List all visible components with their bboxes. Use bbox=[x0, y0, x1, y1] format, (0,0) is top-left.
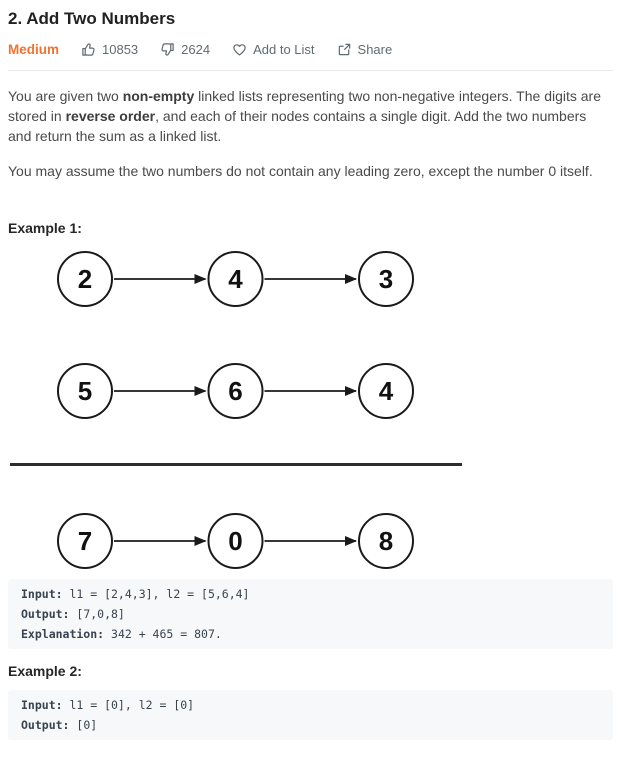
code-line-value: 342 + 465 = 807. bbox=[104, 627, 222, 641]
code-line: Output: [7,0,8] bbox=[21, 604, 600, 624]
code-line: Input: l1 = [2,4,3], l2 = [5,6,4] bbox=[21, 584, 600, 604]
code-line-label: Input: bbox=[21, 587, 63, 601]
problem-stats-bar: Medium 10853 2624 Add to List bbox=[8, 40, 613, 58]
linked-list-diagram-l2: 5 6 4 bbox=[8, 361, 613, 421]
code-line-value: l1 = [2,4,3], l2 = [5,6,4] bbox=[62, 587, 250, 601]
node-value: 7 bbox=[78, 526, 92, 556]
share-label: Share bbox=[357, 41, 393, 57]
text-run: linked lists representing two non-negati… bbox=[8, 88, 601, 124]
code-line-label: Output: bbox=[21, 718, 70, 732]
dislike-count: 2624 bbox=[181, 41, 211, 57]
bold-text: reverse order bbox=[65, 108, 156, 124]
add-to-list-label: Add to List bbox=[253, 41, 315, 57]
thumbs-up-icon bbox=[82, 42, 95, 56]
code-line-label: Input: bbox=[21, 698, 63, 712]
text-run: You are given two bbox=[8, 88, 123, 104]
linked-list-node bbox=[358, 363, 414, 419]
node-value: 2 bbox=[78, 264, 92, 294]
linked-list-node bbox=[207, 513, 264, 569]
description-paragraph-2: You may assume the two numbers do not co… bbox=[8, 163, 593, 179]
linked-list-node bbox=[207, 251, 264, 307]
dislike-button[interactable]: 2624 bbox=[160, 42, 210, 57]
code-line: Explanation: 342 + 465 = 807. bbox=[21, 624, 600, 644]
code-line-value: [0] bbox=[69, 718, 98, 732]
like-button[interactable]: 10853 bbox=[81, 42, 138, 57]
description-paragraph-1: You are given two non-empty linked lists… bbox=[8, 86, 609, 146]
code-line-label: Output: bbox=[21, 607, 70, 621]
linked-list-node bbox=[207, 363, 264, 419]
linked-list-node bbox=[57, 363, 113, 419]
code-line-value: l1 = [0], l2 = [0] bbox=[62, 698, 195, 712]
difficulty-badge: Medium bbox=[8, 41, 60, 57]
code-line: Output: [0] bbox=[21, 715, 600, 735]
linked-list-svg: 5 6 4 bbox=[57, 363, 414, 419]
linked-list-diagram-l1: 2 4 3 bbox=[8, 249, 613, 309]
linked-list-svg: 7 0 8 bbox=[57, 513, 414, 569]
node-value: 3 bbox=[379, 264, 393, 294]
linked-list-node bbox=[57, 513, 113, 569]
example2-label: Example 2: bbox=[8, 663, 82, 679]
linked-list-svg: 2 4 3 bbox=[57, 251, 414, 307]
share-icon bbox=[338, 43, 350, 55]
code-line: Input: l1 = [0], l2 = [0] bbox=[21, 695, 600, 715]
node-value: 8 bbox=[379, 526, 393, 556]
heart-icon bbox=[233, 43, 246, 56]
linked-list-diagram-result: 7 0 8 bbox=[8, 511, 613, 571]
example2-code-block: Input: l1 = [0], l2 = [0]Output: [0] bbox=[8, 690, 613, 740]
linked-list-node bbox=[358, 513, 414, 569]
node-value: 6 bbox=[228, 376, 242, 406]
header-divider bbox=[8, 70, 613, 71]
like-count: 10853 bbox=[102, 41, 139, 57]
example1-code-block: Input: l1 = [2,4,3], l2 = [5,6,4]Output:… bbox=[8, 579, 613, 649]
node-value: 4 bbox=[228, 264, 243, 294]
sum-divider-line bbox=[10, 463, 462, 466]
thumbs-down-icon bbox=[161, 42, 174, 56]
share-button[interactable]: Share bbox=[337, 41, 393, 57]
node-value: 4 bbox=[379, 376, 394, 406]
code-line-value: [7,0,8] bbox=[69, 607, 125, 621]
linked-list-node bbox=[57, 251, 113, 307]
text-run: , and each of their nodes contains a sin… bbox=[8, 108, 587, 144]
bold-text: non-empty bbox=[122, 88, 195, 104]
linked-list-node bbox=[358, 251, 414, 307]
node-value: 5 bbox=[78, 376, 92, 406]
add-to-list-button[interactable]: Add to List bbox=[232, 41, 315, 57]
code-line-label: Explanation: bbox=[21, 627, 105, 641]
node-value: 0 bbox=[228, 526, 242, 556]
problem-title: 2. Add Two Numbers bbox=[8, 9, 176, 28]
example1-label: Example 1: bbox=[8, 220, 82, 236]
